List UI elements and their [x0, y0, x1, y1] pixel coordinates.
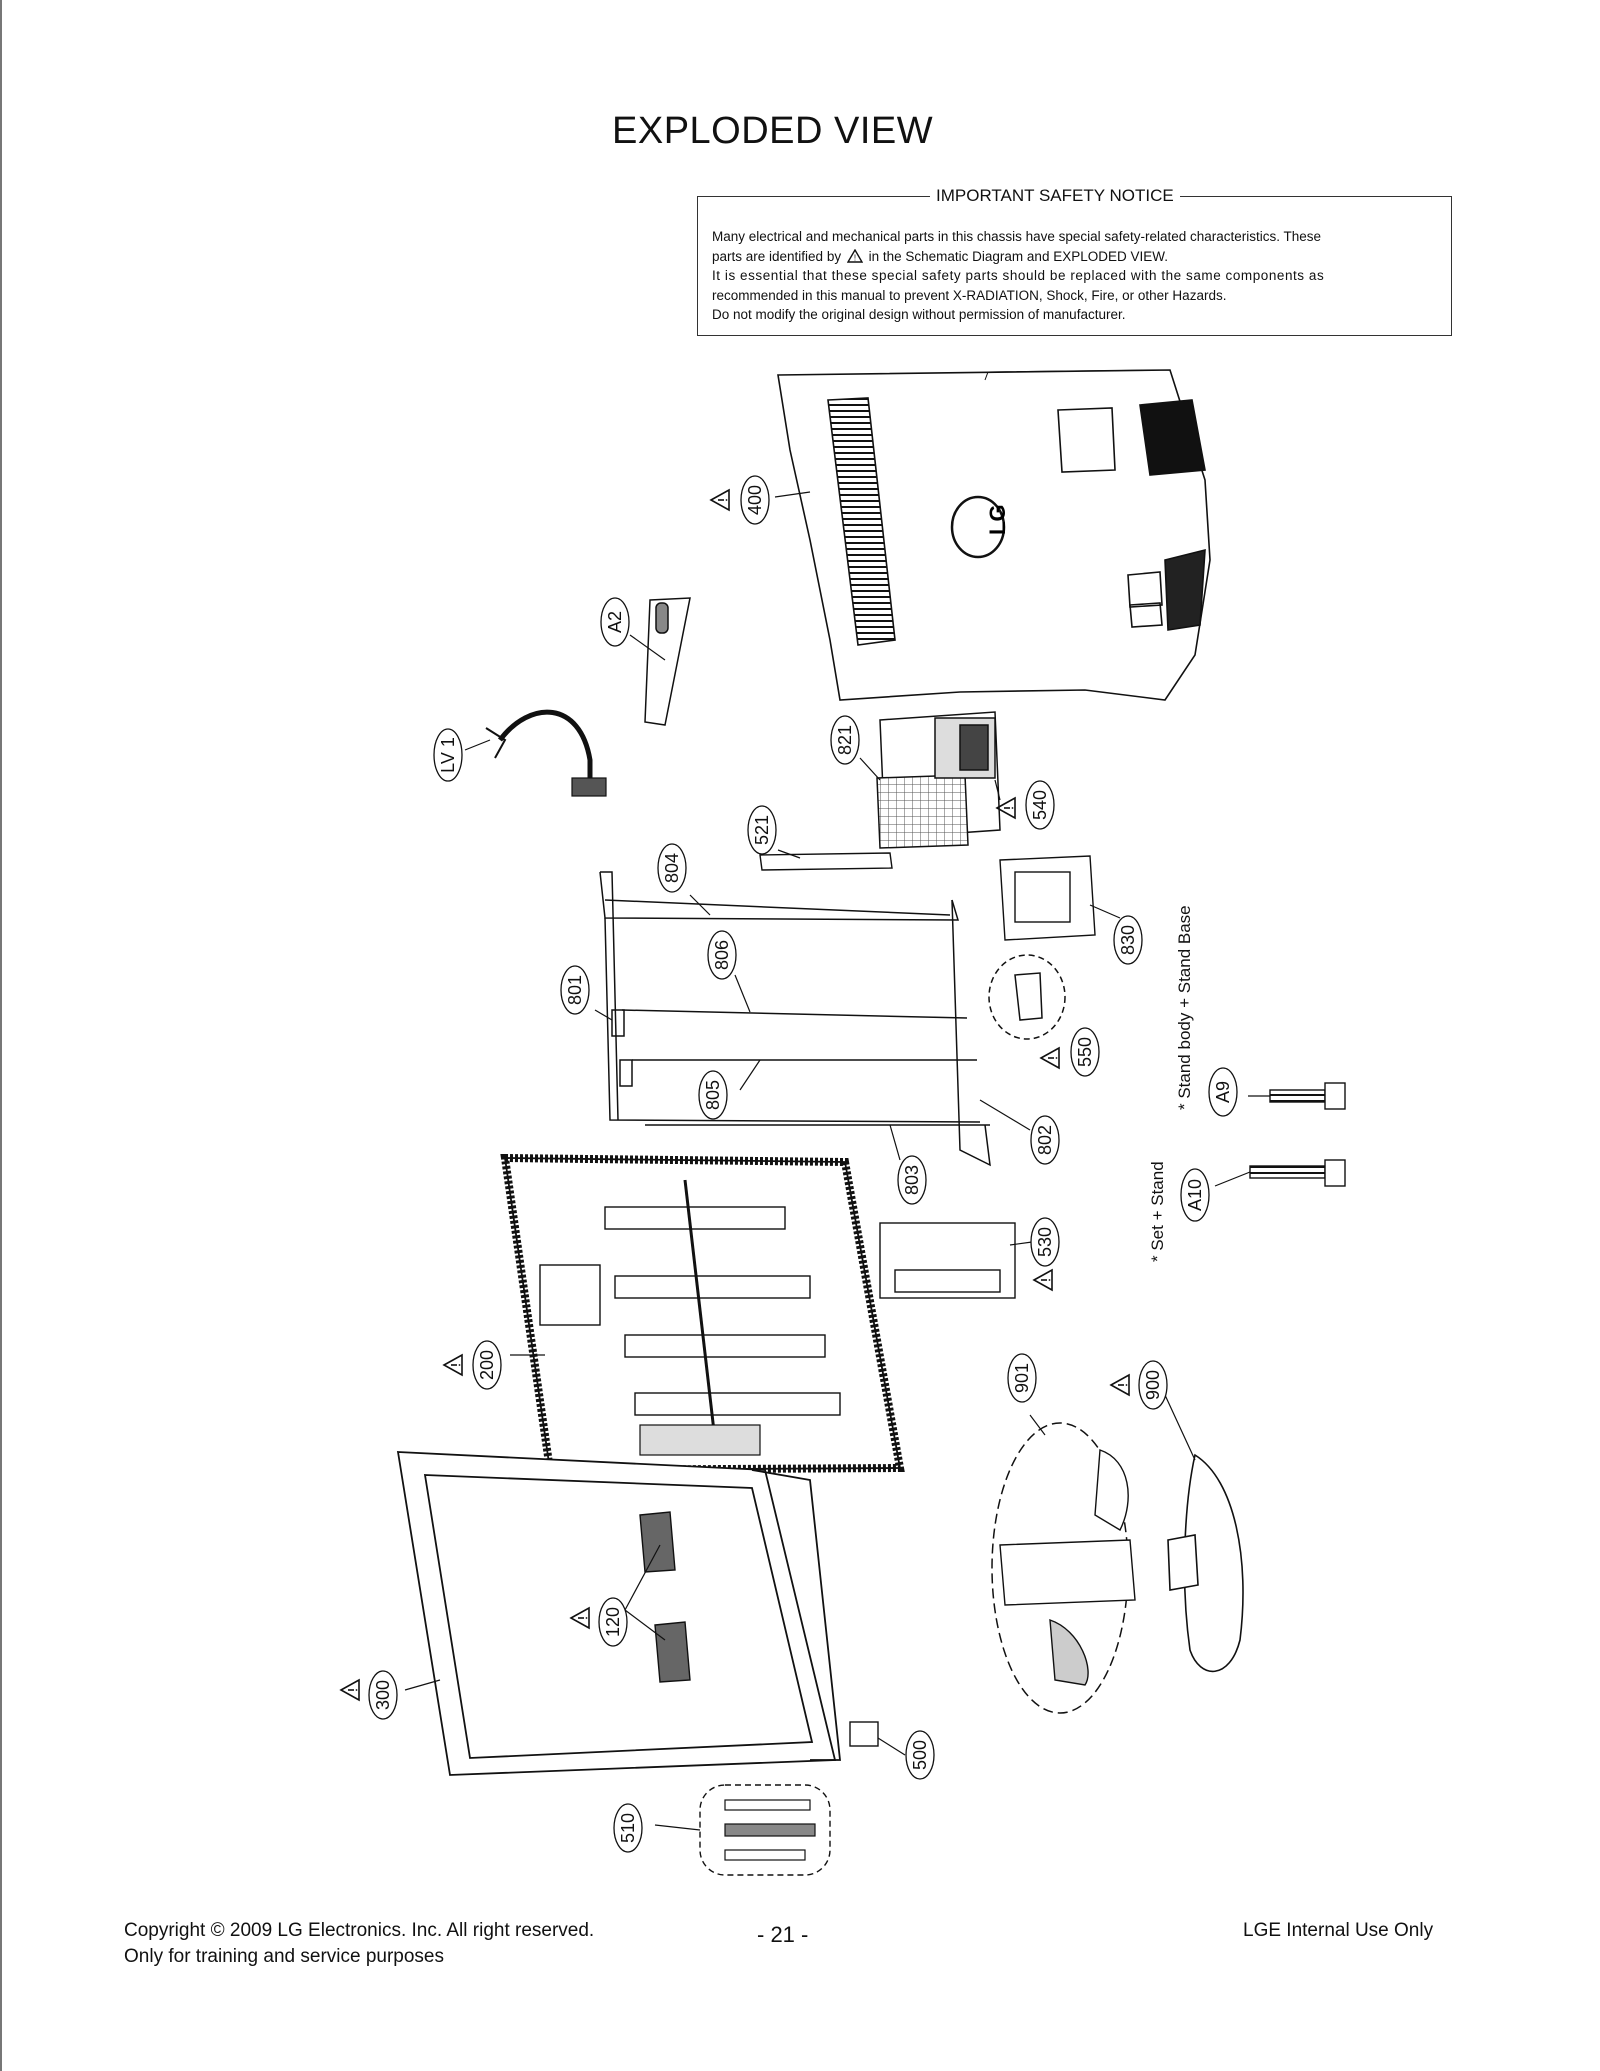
callout-806: 806: [707, 930, 737, 980]
svg-text:200: 200: [477, 1350, 497, 1380]
callout-a10: A10: [1180, 1168, 1210, 1222]
callout-300: 300: [340, 1670, 398, 1720]
stand-body-note: * Stand body + Stand Base: [1175, 905, 1194, 1110]
svg-text:521: 521: [752, 815, 772, 845]
callout-803: 803: [897, 1155, 927, 1205]
screw-a9-part: [1269, 1082, 1346, 1110]
leader-lines: [404, 491, 1270, 1831]
svg-text:A2: A2: [605, 611, 625, 633]
lg-logo-text: LG: [985, 504, 1010, 535]
svg-text:500: 500: [910, 1740, 930, 1770]
footer-copyright: Copyright © 2009 LG Electronics. Inc. Al…: [124, 1920, 595, 1941]
page-number: - 21 -: [757, 1922, 809, 1947]
part-550-group: [988, 954, 1066, 1040]
page-edge: [0, 0, 2, 2071]
warning-triangle-icon: [1033, 1269, 1053, 1291]
svg-text:A9: A9: [1213, 1081, 1233, 1103]
callout-400: 400: [710, 475, 770, 525]
stand-base-part: [1167, 1453, 1244, 1673]
back-cover-part: [777, 369, 1211, 701]
callout-510: 510: [613, 1803, 643, 1853]
part-510-group: [699, 1784, 831, 1876]
svg-text:805: 805: [703, 1080, 723, 1110]
callout-802: 802: [1030, 1115, 1060, 1165]
svg-text:120: 120: [603, 1607, 623, 1637]
svg-text:300: 300: [373, 1680, 393, 1710]
svg-text:540: 540: [1030, 790, 1050, 820]
notice-line-part: in the Schematic Diagram and EXPLODED VI…: [868, 248, 1168, 264]
callout-901: 901: [1007, 1353, 1037, 1403]
callout-900: 900: [1110, 1360, 1168, 1410]
callout-821: 821: [830, 715, 860, 765]
notice-line: Do not modify the original design withou…: [712, 307, 1126, 322]
callout-550: 550: [1040, 1027, 1100, 1077]
safety-notice-body: Many electrical and mechanical parts in …: [712, 227, 1437, 325]
svg-text:804: 804: [662, 853, 682, 883]
svg-text:550: 550: [1075, 1037, 1095, 1067]
main-board-part: [876, 711, 1001, 849]
svg-text:530: 530: [1035, 1227, 1055, 1257]
callout-200: 200: [443, 1340, 502, 1390]
callout-801: 801: [560, 965, 590, 1015]
svg-text:510: 510: [618, 1813, 638, 1843]
lcd-panel-part: [500, 1153, 905, 1475]
callout-120: 120: [570, 1597, 628, 1647]
svg-text:901: 901: [1012, 1363, 1032, 1393]
frame-rails-part: [599, 871, 991, 1167]
svg-text:802: 802: [1035, 1125, 1055, 1155]
notice-line: recommended in this manual to prevent X-…: [712, 287, 1227, 303]
callout-804: 804: [657, 843, 687, 893]
svg-text:806: 806: [712, 940, 732, 970]
svg-text:801: 801: [565, 975, 585, 1005]
page-title: EXPLODED VIEW: [612, 110, 934, 152]
svg-text:821: 821: [835, 725, 855, 755]
callout-a2: A2: [600, 597, 630, 647]
warning-triangle-icon: [443, 1354, 463, 1376]
safety-notice-heading: IMPORTANT SAFETY NOTICE: [930, 186, 1180, 206]
sub-board-part: [999, 855, 1096, 941]
part-901-group: [991, 1422, 1136, 1714]
safety-notice-box: IMPORTANT SAFETY NOTICE Many electrical …: [697, 186, 1452, 336]
svg-text:830: 830: [1118, 925, 1138, 955]
warning-triangle-icon: !: [846, 248, 863, 263]
warning-triangle-icon: [1110, 1374, 1130, 1396]
notice-line: parts are identified by ! in the Schemat…: [712, 247, 1437, 267]
set-stand-note: * Set + Stand: [1148, 1161, 1167, 1262]
svg-text:LV 1: LV 1: [438, 737, 458, 773]
footer-training: Only for training and service purposes: [124, 1946, 444, 1967]
svg-text:!: !: [854, 253, 856, 262]
svg-text:A10: A10: [1185, 1179, 1205, 1211]
cable-part-a2: [644, 597, 691, 726]
svg-text:803: 803: [902, 1165, 922, 1195]
footer-internal: LGE Internal Use Only: [1243, 1920, 1434, 1941]
notice-line: Many electrical and mechanical parts in …: [712, 229, 1322, 244]
notice-line: It is essential that these special safet…: [712, 268, 1325, 283]
callout-a9: A9: [1208, 1067, 1238, 1117]
notice-line-part: parts are identified by: [712, 248, 842, 264]
svg-text:400: 400: [745, 485, 765, 515]
callout-530: 530: [1030, 1217, 1060, 1291]
callout-521: 521: [747, 805, 777, 855]
callout-500: 500: [905, 1730, 935, 1780]
callout-805: 805: [698, 1070, 728, 1120]
small-board-part: [849, 1721, 879, 1747]
bracket-part: [759, 852, 893, 871]
warning-triangle-icon: [1040, 1047, 1060, 1069]
callout-540: 540: [996, 780, 1055, 830]
callout-lv1: LV 1: [433, 728, 463, 782]
label-sheet-part: [879, 1222, 1016, 1299]
warning-triangle-icon: [340, 1679, 360, 1701]
speaker-part: [639, 1511, 691, 1683]
warning-triangle-icon: [710, 489, 730, 511]
lvds-cable-part: [485, 709, 607, 797]
screw-a10-part: [1249, 1159, 1346, 1187]
callout-830: 830: [1113, 915, 1143, 965]
svg-text:900: 900: [1143, 1370, 1163, 1400]
